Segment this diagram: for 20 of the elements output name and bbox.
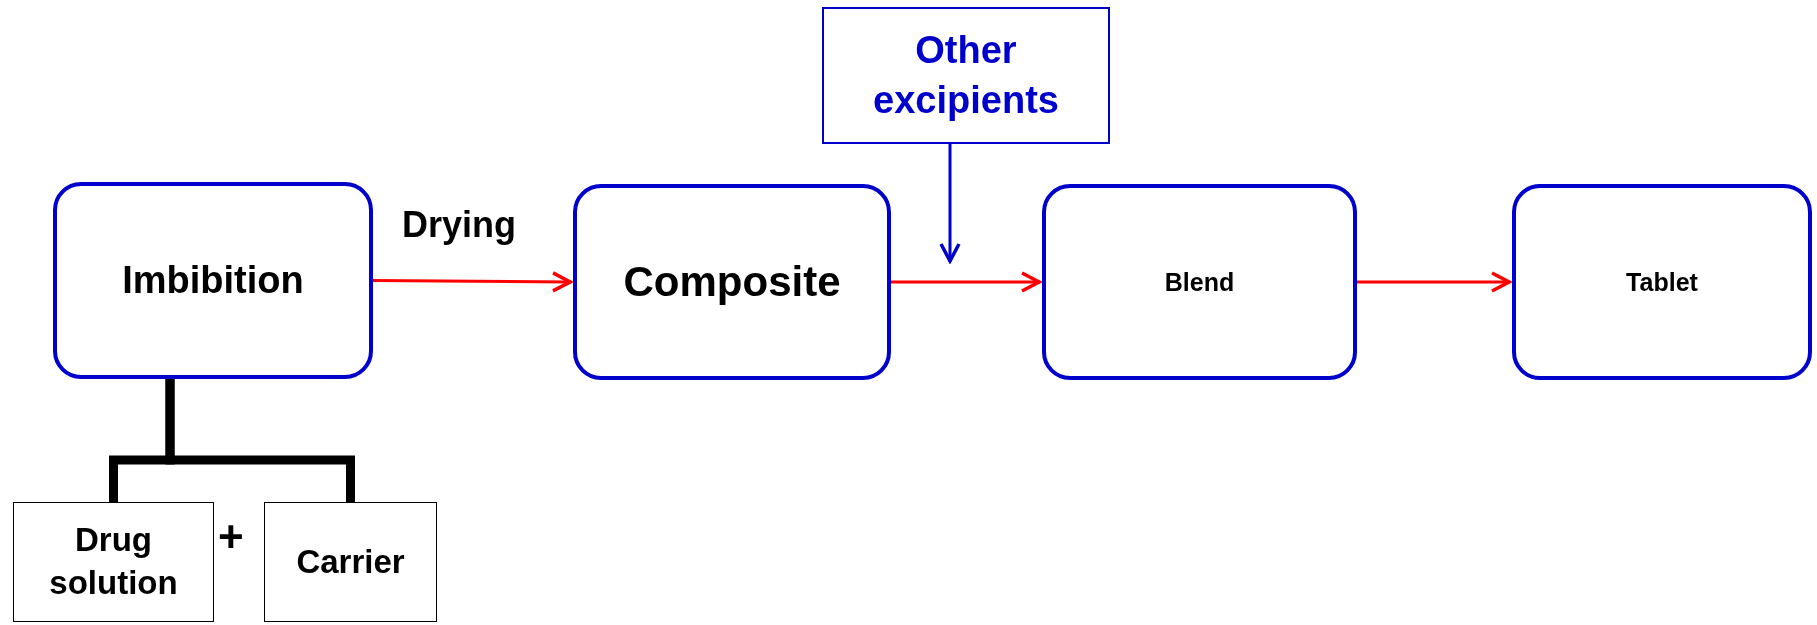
process-box bbox=[53, 182, 373, 379]
node-text: Drug solution bbox=[48, 520, 179, 603]
process-box bbox=[573, 184, 891, 380]
node-text: Blend bbox=[1164, 266, 1235, 298]
process-box bbox=[1512, 184, 1812, 380]
process-box bbox=[264, 502, 437, 622]
arrow bbox=[373, 271, 572, 293]
arrow bbox=[939, 144, 961, 263]
arrow bbox=[1357, 271, 1511, 293]
node-text: Tablet bbox=[1626, 266, 1698, 298]
connector-line bbox=[165, 379, 355, 502]
process-box bbox=[822, 7, 1110, 144]
node-text: Imbibition bbox=[122, 257, 304, 303]
process-box bbox=[13, 502, 214, 622]
process-box bbox=[1042, 184, 1357, 380]
node-text: Composite bbox=[623, 256, 841, 307]
node-text: Carrier bbox=[296, 541, 405, 582]
node-text: Other excipients bbox=[872, 28, 1060, 123]
plus-sign: + bbox=[218, 512, 244, 562]
arrow bbox=[891, 271, 1041, 293]
